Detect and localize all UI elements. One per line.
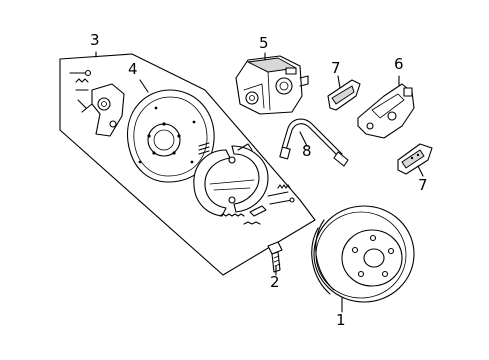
disc-pad-lower <box>397 143 433 175</box>
backing-plate <box>127 89 215 183</box>
park-brake-lever <box>81 83 125 137</box>
return-springs <box>219 184 295 225</box>
leader-7-upper <box>337 75 341 89</box>
brake-rotor <box>311 205 415 303</box>
brake-caliper <box>235 55 309 115</box>
leader-lines <box>95 51 424 313</box>
caliper-bracket <box>357 83 415 139</box>
brake-shoes <box>193 143 269 217</box>
callout-7-upper: 7 <box>331 59 341 77</box>
caliper-bolt <box>267 241 283 273</box>
hold-down-hardware <box>69 69 92 109</box>
callout-6: 6 <box>394 55 404 73</box>
shoe-retainer-clip <box>198 142 210 155</box>
kit-group-outline <box>59 53 316 276</box>
disc-pad-upper <box>327 79 361 111</box>
leader-7-lower <box>417 165 424 177</box>
leader-4 <box>139 79 149 93</box>
leader-8 <box>299 131 308 147</box>
callout-3: 3 <box>90 31 100 49</box>
callout-1: 1 <box>336 311 346 329</box>
callout-5: 5 <box>259 34 269 52</box>
callout-4: 4 <box>128 60 138 78</box>
callout-8: 8 <box>302 142 312 160</box>
brake-hose <box>279 118 349 167</box>
callout-2: 2 <box>270 273 280 291</box>
callout-7-lower: 7 <box>418 176 428 194</box>
